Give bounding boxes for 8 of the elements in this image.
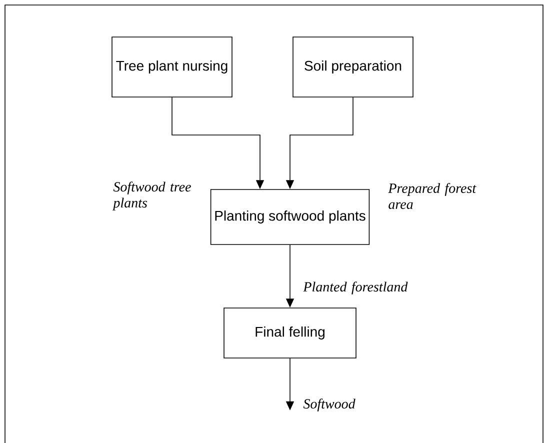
edge-label: Prepared forest area	[388, 183, 476, 209]
process-box: Planting softwood plants	[210, 189, 370, 245]
edge-label: Softwood	[303, 398, 356, 412]
process-box: Tree plant nursing	[112, 36, 232, 98]
edge-label: Softwood tree plants	[112, 182, 191, 210]
process-box: Soil preparation	[292, 36, 414, 98]
process-box: Final felling	[224, 308, 356, 358]
edge-label: Planted forestland	[303, 282, 408, 294]
